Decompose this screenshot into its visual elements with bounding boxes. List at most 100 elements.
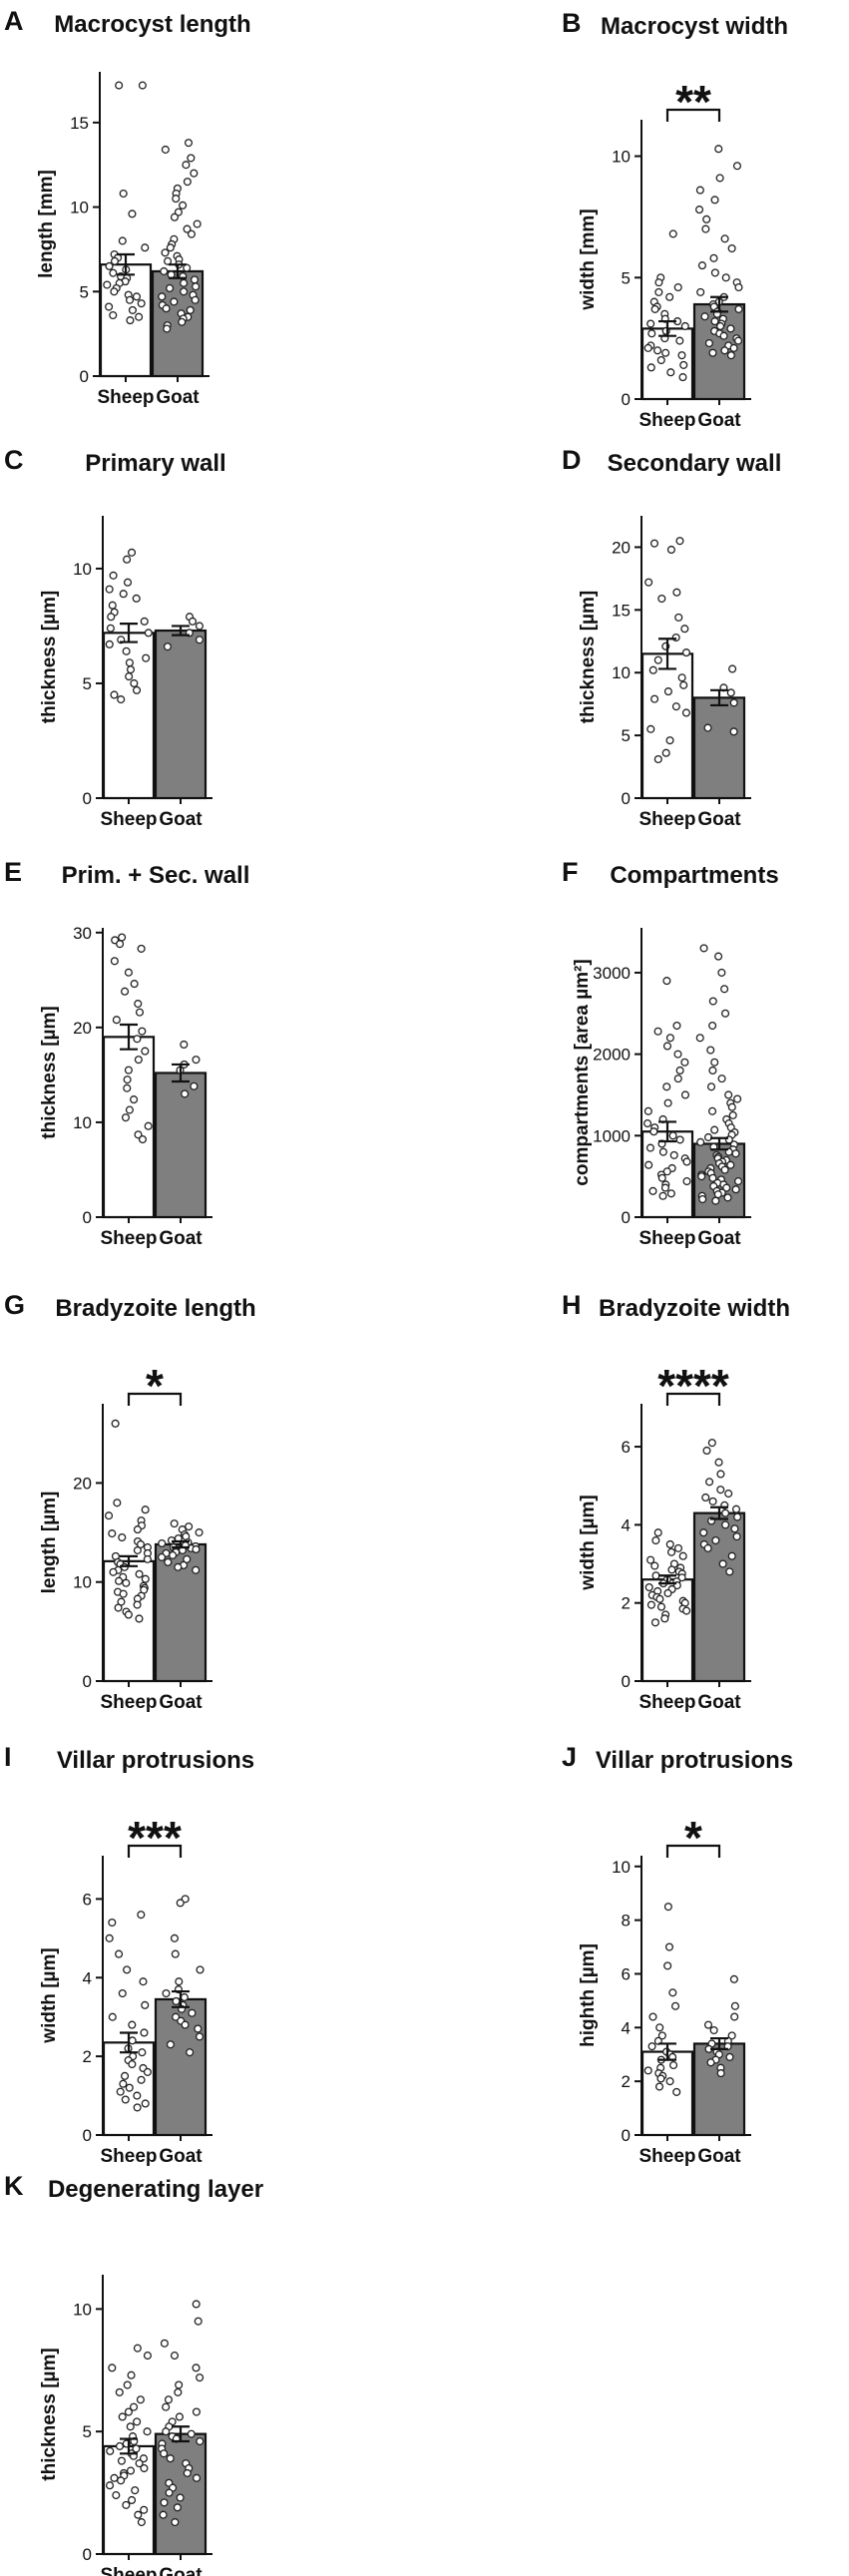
data-point-goat xyxy=(184,139,194,148)
data-point-goat xyxy=(725,2052,734,2061)
data-point-sheep xyxy=(126,316,135,325)
data-point-goat xyxy=(179,201,188,210)
data-point-goat xyxy=(159,2510,168,2519)
data-point-sheep xyxy=(662,1082,671,1091)
data-point-goat xyxy=(720,346,729,355)
data-point-goat xyxy=(191,295,200,304)
data-point-goat xyxy=(158,1538,167,1548)
data-point-goat xyxy=(190,169,199,178)
data-point-goat xyxy=(194,2317,203,2326)
panel-label: K xyxy=(4,2171,24,2201)
y-tick-label: 6 xyxy=(622,1964,631,1983)
data-point-goat xyxy=(731,1185,740,1194)
data-point-goat xyxy=(699,1528,708,1537)
bar-goat xyxy=(692,696,746,800)
y-axis-label: width [mm] xyxy=(578,209,599,310)
data-point-goat xyxy=(163,324,172,333)
data-point-goat xyxy=(160,266,169,275)
error-bar-goat xyxy=(172,625,190,637)
y-tick-label: 2 xyxy=(83,2047,92,2066)
data-point-goat xyxy=(188,2008,197,2017)
category-label-goat: Goat xyxy=(159,1692,203,1713)
category-label-sheep: Sheep xyxy=(100,809,157,830)
data-point-sheep xyxy=(125,658,134,667)
panel-label: D xyxy=(562,445,582,475)
data-point-goat xyxy=(714,1458,723,1467)
y-axis-label: width [µm] xyxy=(578,1495,599,1590)
chart-title: Villar protrusions xyxy=(596,1747,793,1774)
data-point-goat xyxy=(733,1094,742,1103)
data-point-sheep xyxy=(643,1119,652,1128)
y-tick-label: 5 xyxy=(80,282,89,301)
data-point-sheep xyxy=(112,1016,121,1025)
y-tick-label: 5 xyxy=(83,2422,92,2441)
data-point-sheep xyxy=(133,1035,142,1044)
data-point-sheep xyxy=(110,287,119,296)
data-point-sheep xyxy=(113,1499,122,1507)
data-point-sheep xyxy=(644,578,653,587)
data-point-sheep xyxy=(128,305,137,314)
data-point-sheep xyxy=(142,653,151,662)
data-point-goat xyxy=(706,1046,715,1055)
error-bar-goat xyxy=(169,263,187,279)
data-point-sheep xyxy=(143,2427,152,2436)
data-point-sheep xyxy=(666,1189,675,1198)
y-axis-label: highth [µm] xyxy=(578,1943,599,2047)
data-point-goat xyxy=(698,1194,707,1204)
data-point-goat xyxy=(708,1021,717,1031)
data-point-sheep xyxy=(128,2495,137,2505)
error-bar-sheep xyxy=(658,638,676,670)
chart-title: Primary wall xyxy=(85,450,225,477)
data-point-sheep xyxy=(117,2456,126,2465)
data-point-sheep xyxy=(133,2344,142,2353)
data-point-sheep xyxy=(124,1066,133,1074)
y-tick-label: 0 xyxy=(622,1208,631,1227)
data-point-goat xyxy=(180,1992,189,2002)
data-point-sheep xyxy=(133,2417,142,2426)
category-label-sheep: Sheep xyxy=(100,1228,157,1249)
data-point-goat xyxy=(164,2395,173,2404)
significance-bracket xyxy=(127,1392,183,1406)
data-point-sheep xyxy=(663,1961,672,1970)
data-point-sheep xyxy=(665,292,674,301)
data-point-goat xyxy=(192,1565,201,1574)
data-point-goat xyxy=(178,317,187,326)
chart-title: Macrocyst length xyxy=(54,11,250,38)
data-point-sheep xyxy=(654,278,663,287)
data-point-goat xyxy=(176,2493,185,2502)
data-point-sheep xyxy=(131,2486,140,2495)
y-axis-label: compartments [area µm²] xyxy=(572,959,593,1185)
data-point-sheep xyxy=(110,2473,119,2482)
data-point-sheep xyxy=(646,1600,655,1609)
data-point-goat xyxy=(726,351,735,360)
y-tick-label: 15 xyxy=(70,114,89,133)
data-point-sheep xyxy=(643,1106,652,1115)
significance-bracket xyxy=(665,1844,721,1858)
data-point-sheep xyxy=(137,2518,146,2527)
data-point-goat xyxy=(708,1497,717,1505)
data-point-sheep xyxy=(111,1419,120,1428)
chart-title: Bradyzoite width xyxy=(599,1295,790,1322)
data-point-goat xyxy=(183,263,192,272)
category-label-goat: Goat xyxy=(697,809,741,830)
data-point-sheep xyxy=(663,687,672,696)
error-bar-goat xyxy=(710,688,728,707)
data-point-goat xyxy=(717,968,726,977)
data-point-goat xyxy=(702,215,711,223)
data-point-sheep xyxy=(655,1594,664,1603)
y-tick-label: 10 xyxy=(70,199,89,217)
data-point-sheep xyxy=(661,348,670,357)
data-point-goat xyxy=(706,1082,716,1091)
data-point-sheep xyxy=(133,1525,142,1534)
y-tick-label: 0 xyxy=(622,390,631,409)
error-bar-sheep xyxy=(658,1574,676,1585)
data-point-sheep xyxy=(663,1098,672,1107)
data-point-goat xyxy=(728,1110,737,1119)
data-point-goat xyxy=(162,304,171,313)
data-point-sheep xyxy=(140,617,149,626)
data-point-sheep xyxy=(651,1571,660,1580)
data-point-sheep xyxy=(132,594,141,603)
error-bar-goat xyxy=(710,2036,728,2050)
